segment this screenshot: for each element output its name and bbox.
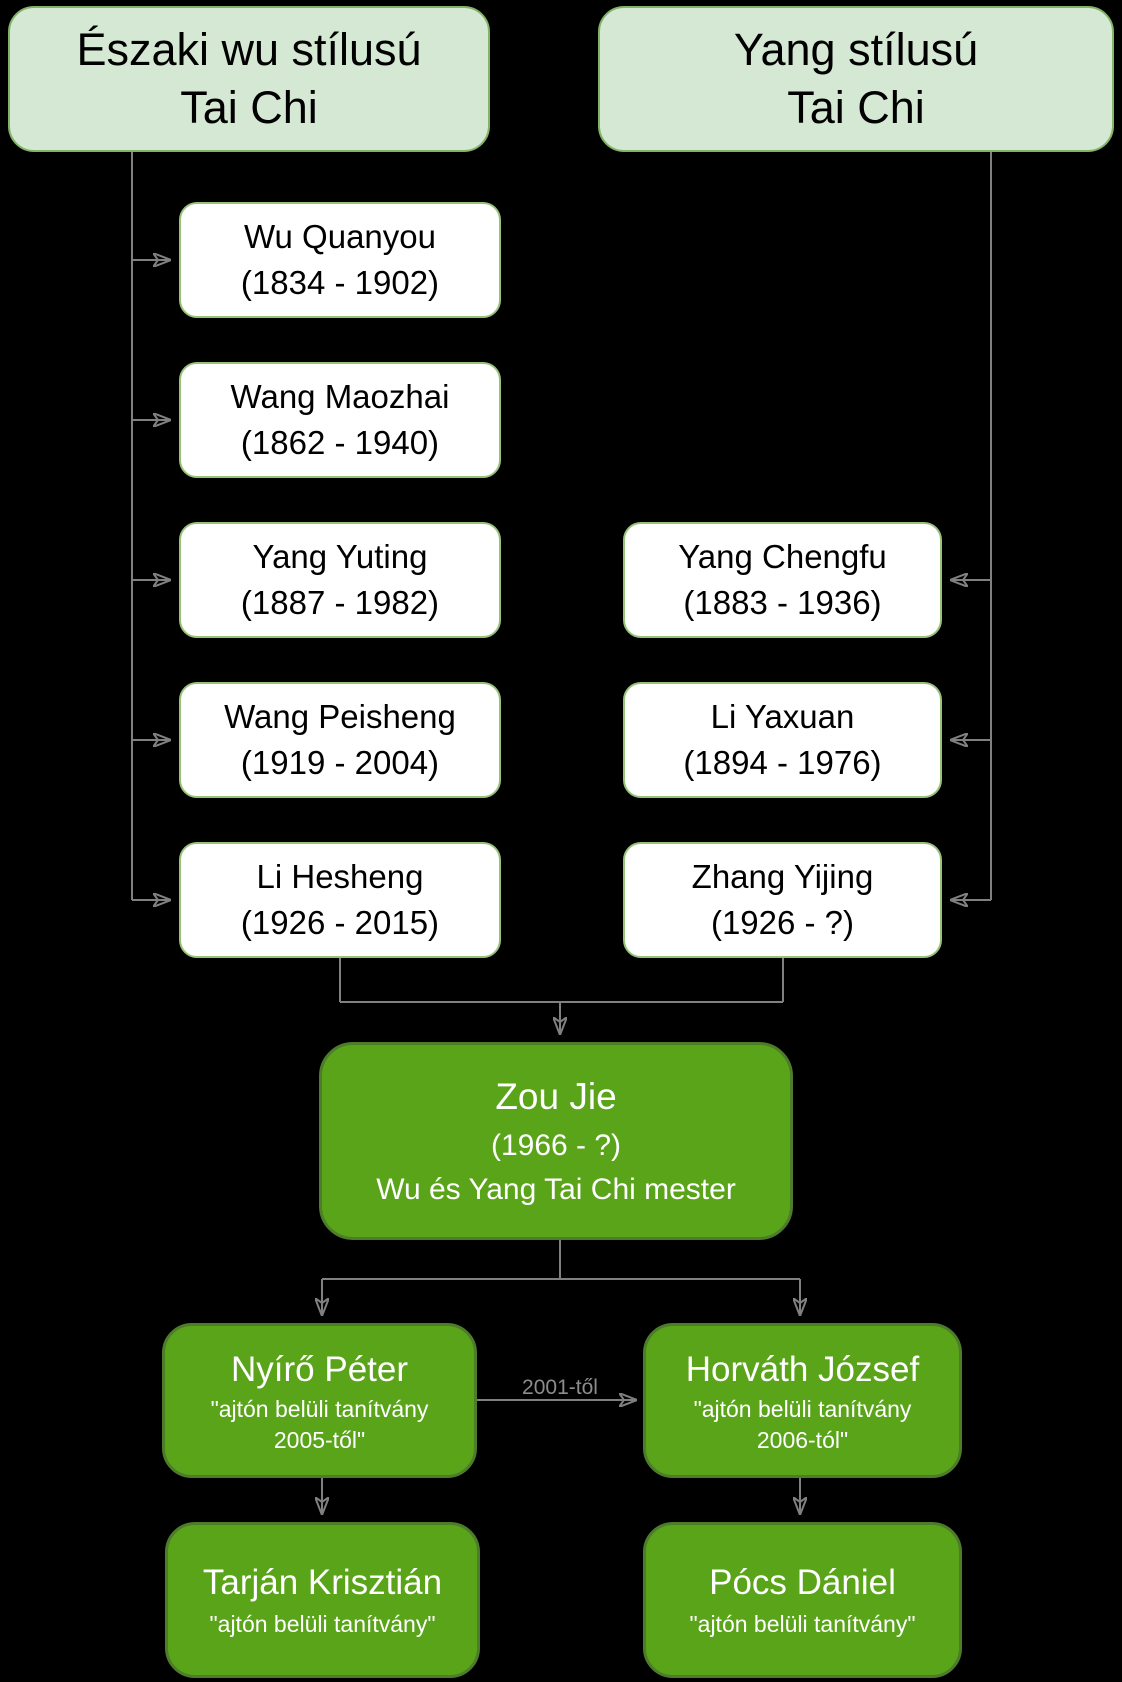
master-name: Wu Quanyou (243, 218, 436, 255)
node-horvath-jozsef: Horváth József "ajtón belüli tanítvány 2… (643, 1323, 962, 1478)
master-name: Yang Chengfu (678, 538, 887, 575)
node-nyiro-peter: Nyírő Péter "ajtón belüli tanítvány 2005… (162, 1323, 477, 1478)
student-note: 2005-től" (273, 1426, 366, 1453)
node-zhang-yijing: Zhang Yijing (1926 - ?) (623, 842, 942, 958)
student-note: "ajtón belüli tanítvány (693, 1395, 912, 1422)
student-note: "ajtón belüli tanítvány" (689, 1611, 916, 1637)
node-tarjan-krisztian: Tarján Krisztián "ajtón belüli tanítvány… (165, 1522, 480, 1678)
student-name: Nyírő Péter (231, 1349, 408, 1389)
master-subtitle: Wu és Yang Tai Chi mester (376, 1173, 736, 1206)
master-years: (1926 - ?) (710, 904, 855, 941)
master-name: Li Hesheng (256, 858, 424, 895)
node-wang-peisheng: Wang Peisheng (1919 - 2004) (179, 682, 501, 798)
node-zou-jie: Zou Jie (1966 - ?) Wu és Yang Tai Chi me… (319, 1042, 793, 1240)
header-line: Yang stílusú (733, 24, 979, 75)
master-name: Li Yaxuan (710, 698, 855, 735)
master-years: (1926 - 2015) (240, 904, 440, 941)
student-name: Horváth József (685, 1349, 920, 1389)
node-wang-maozhai: Wang Maozhai (1862 - 1940) (179, 362, 501, 478)
student-note: "ajtón belüli tanítvány (210, 1395, 429, 1422)
node-yang-chengfu: Yang Chengfu (1883 - 1936) (623, 522, 942, 638)
header-yang-style: Yang stílusú Tai Chi (598, 6, 1114, 152)
header-line: Északi wu stílusú (76, 24, 422, 75)
master-name: Wang Peisheng (224, 698, 456, 735)
student-note: 2006-tól" (756, 1426, 849, 1453)
header-line: Tai Chi (180, 82, 318, 133)
header-wu-style: Északi wu stílusú Tai Chi (8, 6, 490, 152)
master-years: (1966 - ?) (490, 1129, 622, 1162)
node-li-yaxuan: Li Yaxuan (1894 - 1976) (623, 682, 942, 798)
master-years: (1883 - 1936) (683, 584, 882, 621)
header-line: Tai Chi (787, 82, 925, 133)
master-years: (1834 - 1902) (240, 264, 440, 301)
node-yang-yuting: Yang Yuting (1887 - 1982) (179, 522, 501, 638)
node-wu-quanyou: Wu Quanyou (1834 - 1902) (179, 202, 501, 318)
student-name: Pócs Dániel (709, 1563, 896, 1602)
master-years: (1862 - 1940) (240, 424, 440, 461)
master-name: Wang Maozhai (230, 378, 450, 415)
master-name: Zhang Yijing (691, 858, 874, 895)
master-years: (1887 - 1982) (240, 584, 440, 621)
master-years: (1894 - 1976) (683, 744, 882, 781)
node-li-hesheng: Li Hesheng (1926 - 2015) (179, 842, 501, 958)
master-name: Yang Yuting (252, 538, 428, 575)
student-name: Tarján Krisztián (202, 1563, 443, 1602)
connector-label-2001: 2001-től (522, 1376, 598, 1399)
node-pocs-daniel: Pócs Dániel "ajtón belüli tanítvány" (643, 1522, 962, 1678)
master-name: Zou Jie (495, 1076, 617, 1117)
master-years: (1919 - 2004) (240, 744, 440, 781)
student-note: "ajtón belüli tanítvány" (209, 1611, 436, 1637)
